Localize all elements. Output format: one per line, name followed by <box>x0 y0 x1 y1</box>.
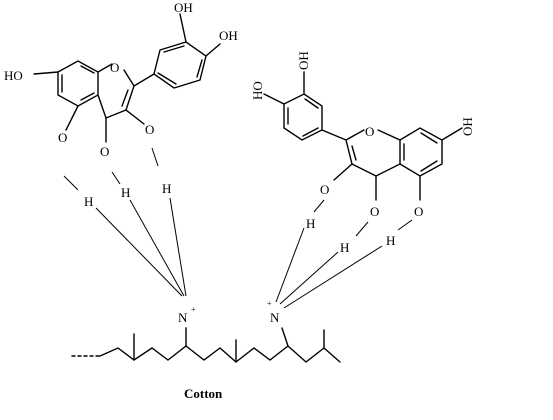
left-h1-label: H <box>84 194 93 209</box>
right-molecule: HO OH O OH O O O <box>250 51 475 219</box>
right-b-ring-double <box>287 98 319 137</box>
left-hydrogen-bonds: H H H <box>63 147 187 297</box>
right-o3-bond <box>333 163 353 181</box>
right-oh1-label: HO <box>250 81 265 100</box>
backbone-chain <box>99 345 341 363</box>
left-oh1-bond <box>179 13 187 43</box>
right-ring-o-label: O <box>365 124 374 139</box>
left-a-ring-double-bonds <box>61 65 95 101</box>
left-c-ring-double <box>121 89 129 107</box>
right-oh3-bond <box>441 127 463 141</box>
left-nitrogen-charge: + <box>191 305 196 314</box>
right-c-ring <box>345 129 401 177</box>
left-ho-bond <box>33 71 59 75</box>
left-h3-label: H <box>162 181 171 196</box>
right-h3-label: H <box>386 233 395 248</box>
left-h2-label: H <box>121 185 130 200</box>
left-o4-label: O <box>100 144 109 159</box>
left-molecule: HO O O O O OH OH <box>4 0 238 159</box>
left-hbond-dash-2 <box>111 171 121 185</box>
right-hbond-dash-1 <box>313 199 325 213</box>
right-hbond-dash-3 <box>397 219 413 231</box>
right-nitrogen-charge: + <box>267 299 272 308</box>
nitrogen-centers: N + N + <box>178 299 280 325</box>
right-o4-label: O <box>370 204 379 219</box>
left-a-ring <box>57 60 99 107</box>
cotton-backbone: Cotton <box>71 327 341 401</box>
left-b-ring-double <box>157 45 203 85</box>
left-hbond-line-3 <box>169 197 187 297</box>
left-ring-o-label: O <box>110 60 119 75</box>
right-hydrogen-bonds: H H H <box>275 199 413 309</box>
right-a-ring-double <box>403 132 438 172</box>
left-hbond-dash-1 <box>63 175 79 191</box>
left-o3-bond <box>125 109 145 125</box>
left-hbond-line-2 <box>129 199 185 297</box>
right-o3-label: O <box>320 182 329 197</box>
right-oh1-bond <box>263 93 285 105</box>
right-h2-label: H <box>340 240 349 255</box>
left-nitrogen-label: N <box>178 310 188 325</box>
left-hbond-line-1 <box>95 207 183 297</box>
right-b-ring <box>283 93 323 141</box>
left-o3-label: O <box>145 122 154 137</box>
right-hbond-line-1 <box>275 227 305 303</box>
left-o5-bond <box>65 105 79 131</box>
right-o5-label: O <box>414 204 423 219</box>
right-b-link <box>321 129 347 141</box>
right-a-ring <box>399 127 443 177</box>
left-b-link <box>133 73 155 87</box>
right-oh2-label: OH <box>296 51 311 70</box>
left-hbond-dash-3 <box>151 147 159 167</box>
right-hbond-line-2 <box>279 251 339 305</box>
left-ho-label: HO <box>4 68 23 83</box>
right-c-ring-double <box>351 145 357 161</box>
left-oh2-label: OH <box>219 28 238 43</box>
left-b-ring <box>153 41 207 89</box>
right-h1-label: H <box>306 216 315 231</box>
left-oh1-label: OH <box>174 0 193 15</box>
left-o5-label: O <box>58 130 67 145</box>
right-nitrogen-label: N <box>270 310 280 325</box>
right-hbond-dash-2 <box>355 221 369 237</box>
backbone-branch-n2 <box>281 327 289 347</box>
right-hbond-line-3 <box>283 245 383 309</box>
right-oh3-label: OH <box>460 117 475 136</box>
cotton-label: Cotton <box>184 386 223 401</box>
left-oh2-bond <box>205 43 221 57</box>
